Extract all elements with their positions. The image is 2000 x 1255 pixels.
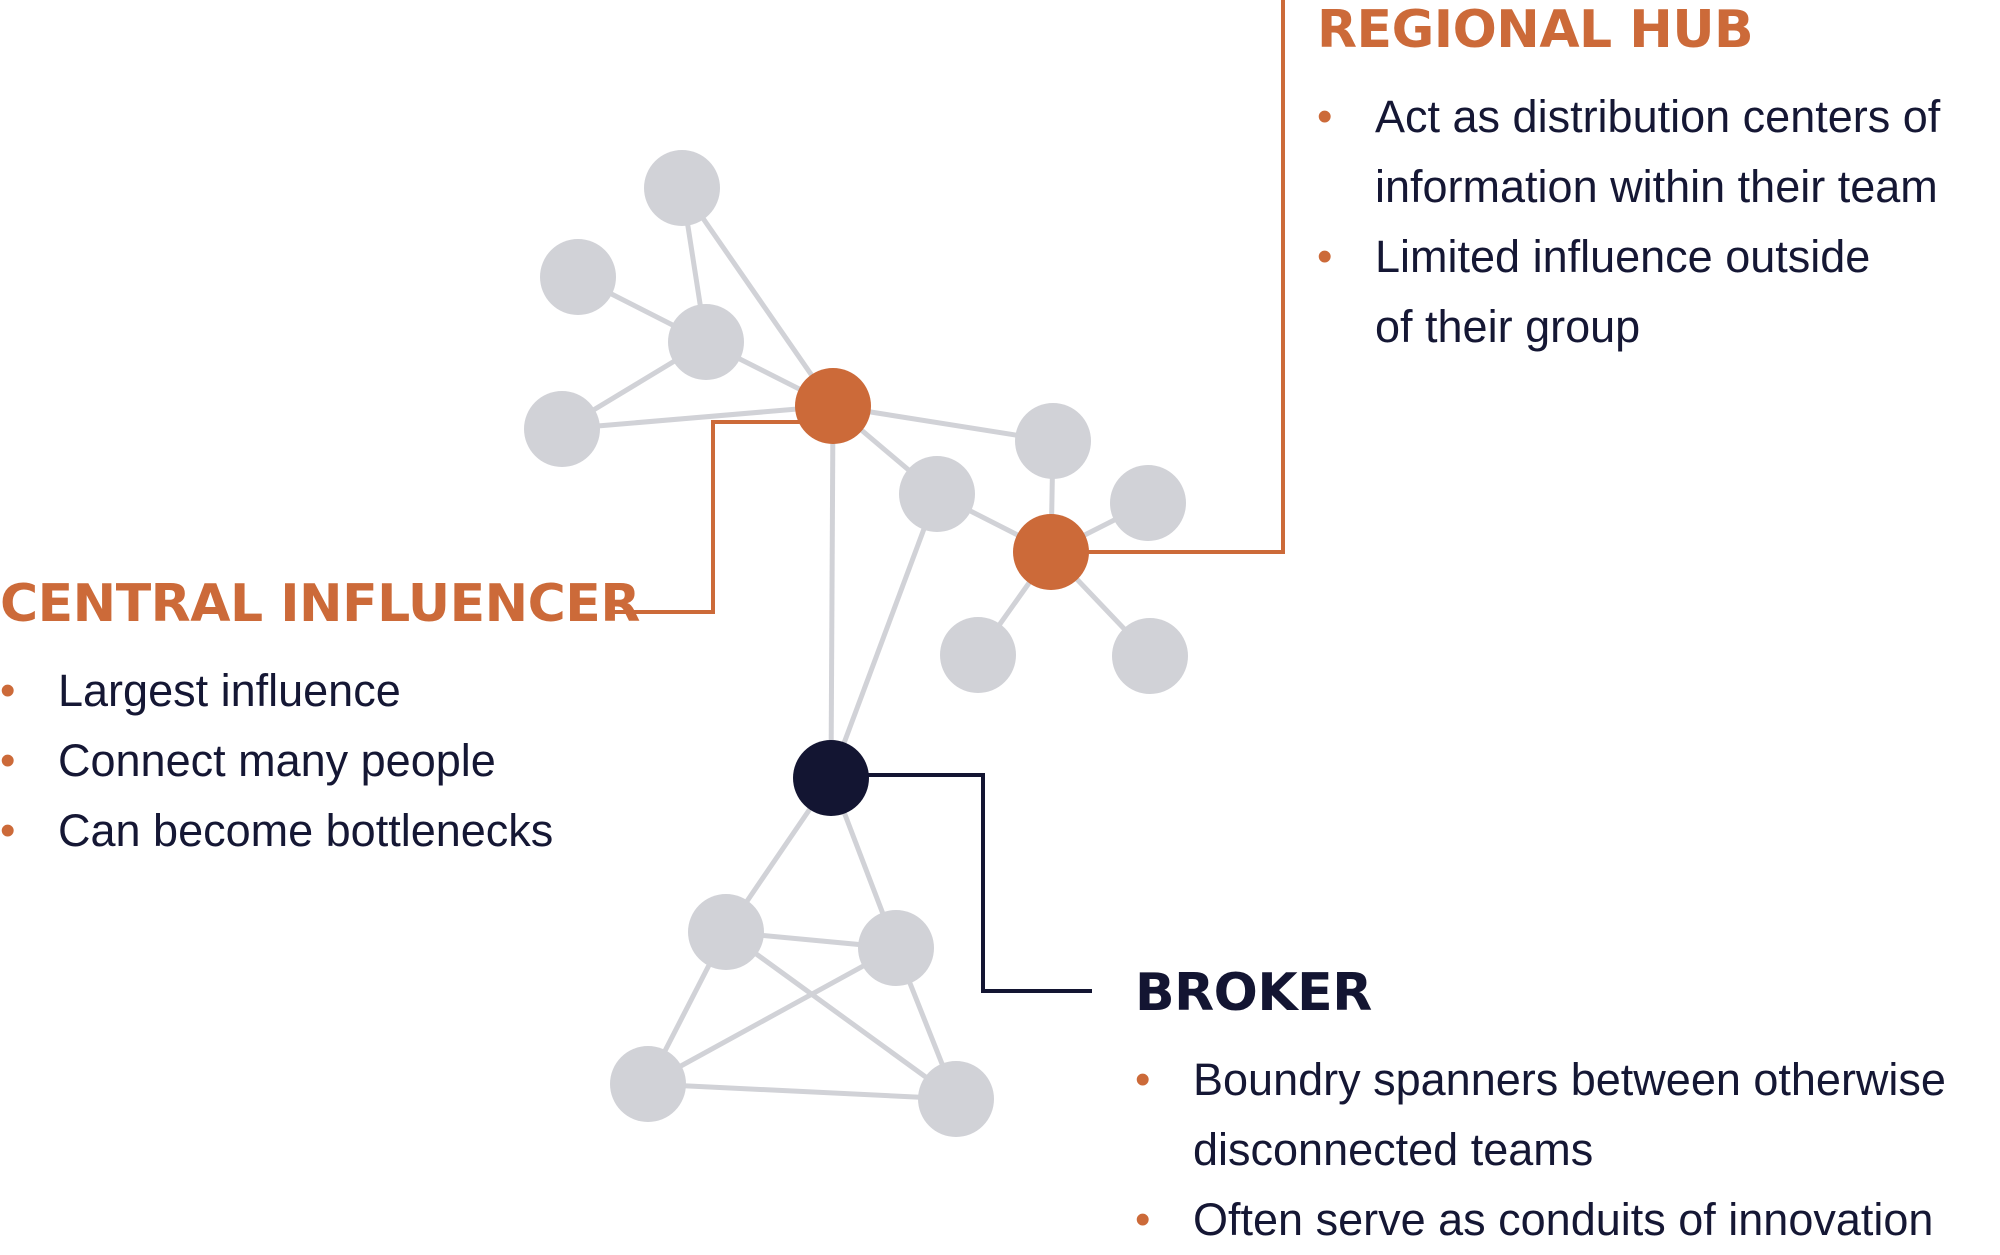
- regional-hub-title: REGIONAL HUB: [1317, 0, 1754, 60]
- network-edge: [561, 403, 834, 432]
- network-edges: [560, 186, 1152, 1102]
- broker-connector: [831, 773, 1092, 993]
- bullet-text: Often serve as conduits of innovation: [1193, 1194, 1934, 1245]
- broker-label: BROKER • Boundry spanners between otherwi…: [1135, 963, 2000, 1255]
- bullet-item: • Largest influence: [0, 656, 650, 726]
- central-influencer-label: CENTRAL INFLUENCER • Largest influence • Co…: [0, 574, 650, 866]
- broker-node: [793, 740, 869, 816]
- bullet-item: • Often serve as conduits of innovation: [1135, 1185, 2000, 1255]
- network-edge: [646, 945, 898, 1087]
- bullet-text: of their group: [1375, 301, 1641, 352]
- regional-hub-bullets: • Act as distribution centers of informati…: [1317, 82, 2000, 362]
- bullet-text: Act as distribution centers of: [1375, 91, 1941, 142]
- bullet-text: Limited influence outside: [1375, 231, 1871, 282]
- bullet-text: Can become bottlenecks: [58, 805, 554, 856]
- bullet-item: • Act as distribution centers of informati…: [1317, 82, 2000, 222]
- network-node: [610, 1046, 686, 1122]
- network-edge: [679, 186, 836, 408]
- bullet-text: Boundry spanners between otherwise: [1193, 1054, 1946, 1105]
- network-node: [644, 150, 720, 226]
- bullet-dot-icon: •: [1135, 1195, 1151, 1244]
- bullet-dot-icon: •: [1317, 232, 1333, 281]
- central-influencer-bullets: • Largest influence • Connect many people • C…: [0, 656, 650, 866]
- network-node: [918, 1061, 994, 1137]
- network-node: [668, 304, 744, 380]
- bullet-item: • Limited influence outside of their group: [1317, 222, 2000, 362]
- bullet-text: disconnected teams: [1193, 1124, 1594, 1175]
- bullet-item: • Can become bottlenecks: [0, 796, 650, 866]
- regional-hub-label: REGIONAL HUB • Act as distribution center…: [1317, 0, 2000, 362]
- network-node: [1110, 465, 1186, 541]
- bullet-dot-icon: •: [1135, 1055, 1151, 1104]
- bullet-dot-icon: •: [0, 736, 16, 785]
- network-edge: [647, 1081, 957, 1102]
- network-edge: [724, 929, 958, 1102]
- network-node: [540, 239, 616, 315]
- network-edge: [828, 405, 836, 779]
- central-influencer-title: CENTRAL INFLUENCER: [0, 574, 640, 634]
- network-node: [688, 894, 764, 970]
- bullet-text: Largest influence: [58, 665, 401, 716]
- network-nodes: [524, 150, 1188, 1137]
- network-edge: [828, 493, 940, 779]
- network-node: [1112, 618, 1188, 694]
- network-node: [1015, 403, 1091, 479]
- bullet-dot-icon: •: [0, 806, 16, 855]
- central-influencer-node: [795, 368, 871, 444]
- network-node: [899, 456, 975, 532]
- bullet-dot-icon: •: [1317, 92, 1333, 141]
- bullet-text: Connect many people: [58, 735, 496, 786]
- bullet-dot-icon: •: [0, 666, 16, 715]
- regional-hub-connector: [1053, 0, 1285, 554]
- network-node: [858, 910, 934, 986]
- network-node: [940, 617, 1016, 693]
- bullet-item: • Connect many people: [0, 726, 650, 796]
- network-node: [524, 391, 600, 467]
- broker-title: BROKER: [1135, 963, 1372, 1023]
- bullet-text: information within their team: [1375, 161, 1938, 212]
- bullet-item: • Boundry spanners between otherwise disco…: [1135, 1045, 2000, 1185]
- central-influencer-connector: [610, 420, 833, 614]
- broker-bullets: • Boundry spanners between otherwise disco…: [1135, 1045, 2000, 1255]
- regional-hub-node: [1013, 514, 1089, 590]
- callout-connectors: [610, 0, 1285, 993]
